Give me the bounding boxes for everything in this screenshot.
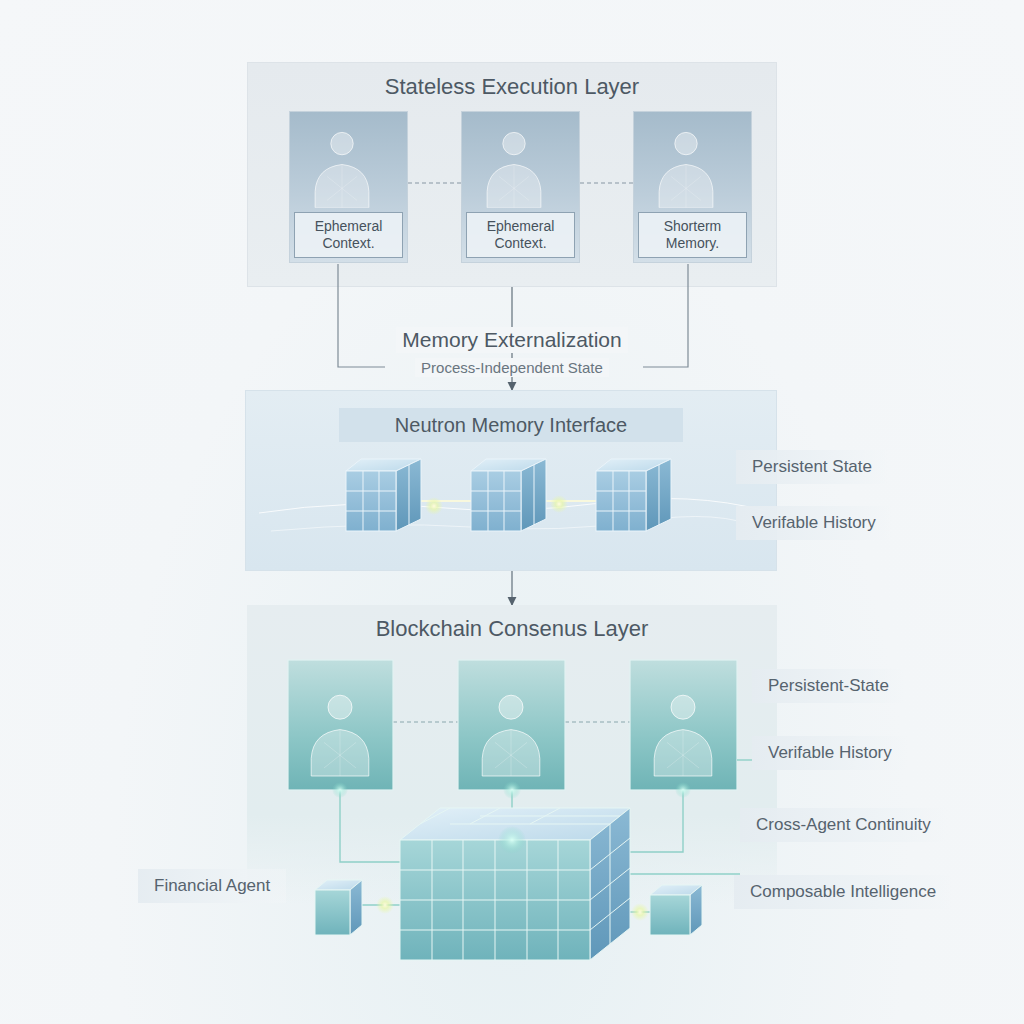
cube (346, 459, 421, 531)
card-label: Ephemeral Context. (294, 212, 403, 258)
label-text: Verifable History (752, 513, 876, 533)
small-cube (315, 880, 702, 935)
agent-card: Ephemeral Context. (461, 111, 580, 263)
agent-card: Ephemeral Context. (289, 111, 408, 263)
layer-panel: Blockchain Consenus Layer (247, 605, 777, 905)
label-text: Financial Agent (154, 876, 270, 896)
label-text: Cross-Agent Continuity (756, 815, 931, 835)
label-text: Verifable History (768, 743, 892, 763)
data-line (340, 760, 752, 912)
flow-arrow (511, 571, 512, 605)
label-text: Composable Intelligence (750, 882, 936, 902)
layer-heading: Stateless Execution Layer (385, 74, 639, 100)
label-text: Persistent-State (768, 676, 889, 696)
person-figure (659, 132, 713, 207)
chain-cube (400, 808, 630, 960)
label-text: Persistent State (752, 457, 872, 477)
cube (471, 459, 546, 531)
property-tag: Verifable History (752, 736, 908, 770)
person-silhouette (302, 118, 382, 208)
cube (596, 459, 671, 531)
property-tag: Composable Intelligence (734, 875, 952, 909)
agent-card (288, 660, 737, 790)
card-label: Ephemeral Context. (466, 212, 575, 258)
glow-dot (425, 495, 568, 515)
label-text: Process-Independent State (421, 359, 603, 376)
property-tag: Persistent-State (752, 669, 905, 703)
layer-panel: Stateless Execution LayerEphemeral Conte… (247, 62, 777, 287)
property-tag: Cross-Agent Continuity (740, 808, 947, 842)
person-silhouette (646, 118, 726, 208)
glow-dot (332, 781, 691, 921)
property-tag: Verifable History (736, 506, 892, 540)
layer-heading: Blockchain Consenus Layer (376, 616, 649, 642)
agent-card: Shorterm Memory. (633, 111, 752, 263)
person-silhouette (474, 118, 554, 208)
label-text: Memory Externalization (402, 328, 621, 352)
flow-sublabel: Process-Independent State (415, 358, 609, 377)
person-figure (315, 132, 369, 207)
flow-label: Memory Externalization (396, 327, 627, 353)
layer-panel: Neutron Memory Interface (245, 390, 777, 571)
card-label: Shorterm Memory. (638, 212, 747, 258)
property-tag: Persistent State (736, 450, 888, 484)
layer-heading: Neutron Memory Interface (339, 408, 683, 442)
person-figure (487, 132, 541, 207)
agent-link (393, 722, 630, 723)
agent-tag: Financial Agent (138, 869, 286, 903)
glow-lines (259, 499, 766, 532)
bracket-line (338, 264, 688, 367)
